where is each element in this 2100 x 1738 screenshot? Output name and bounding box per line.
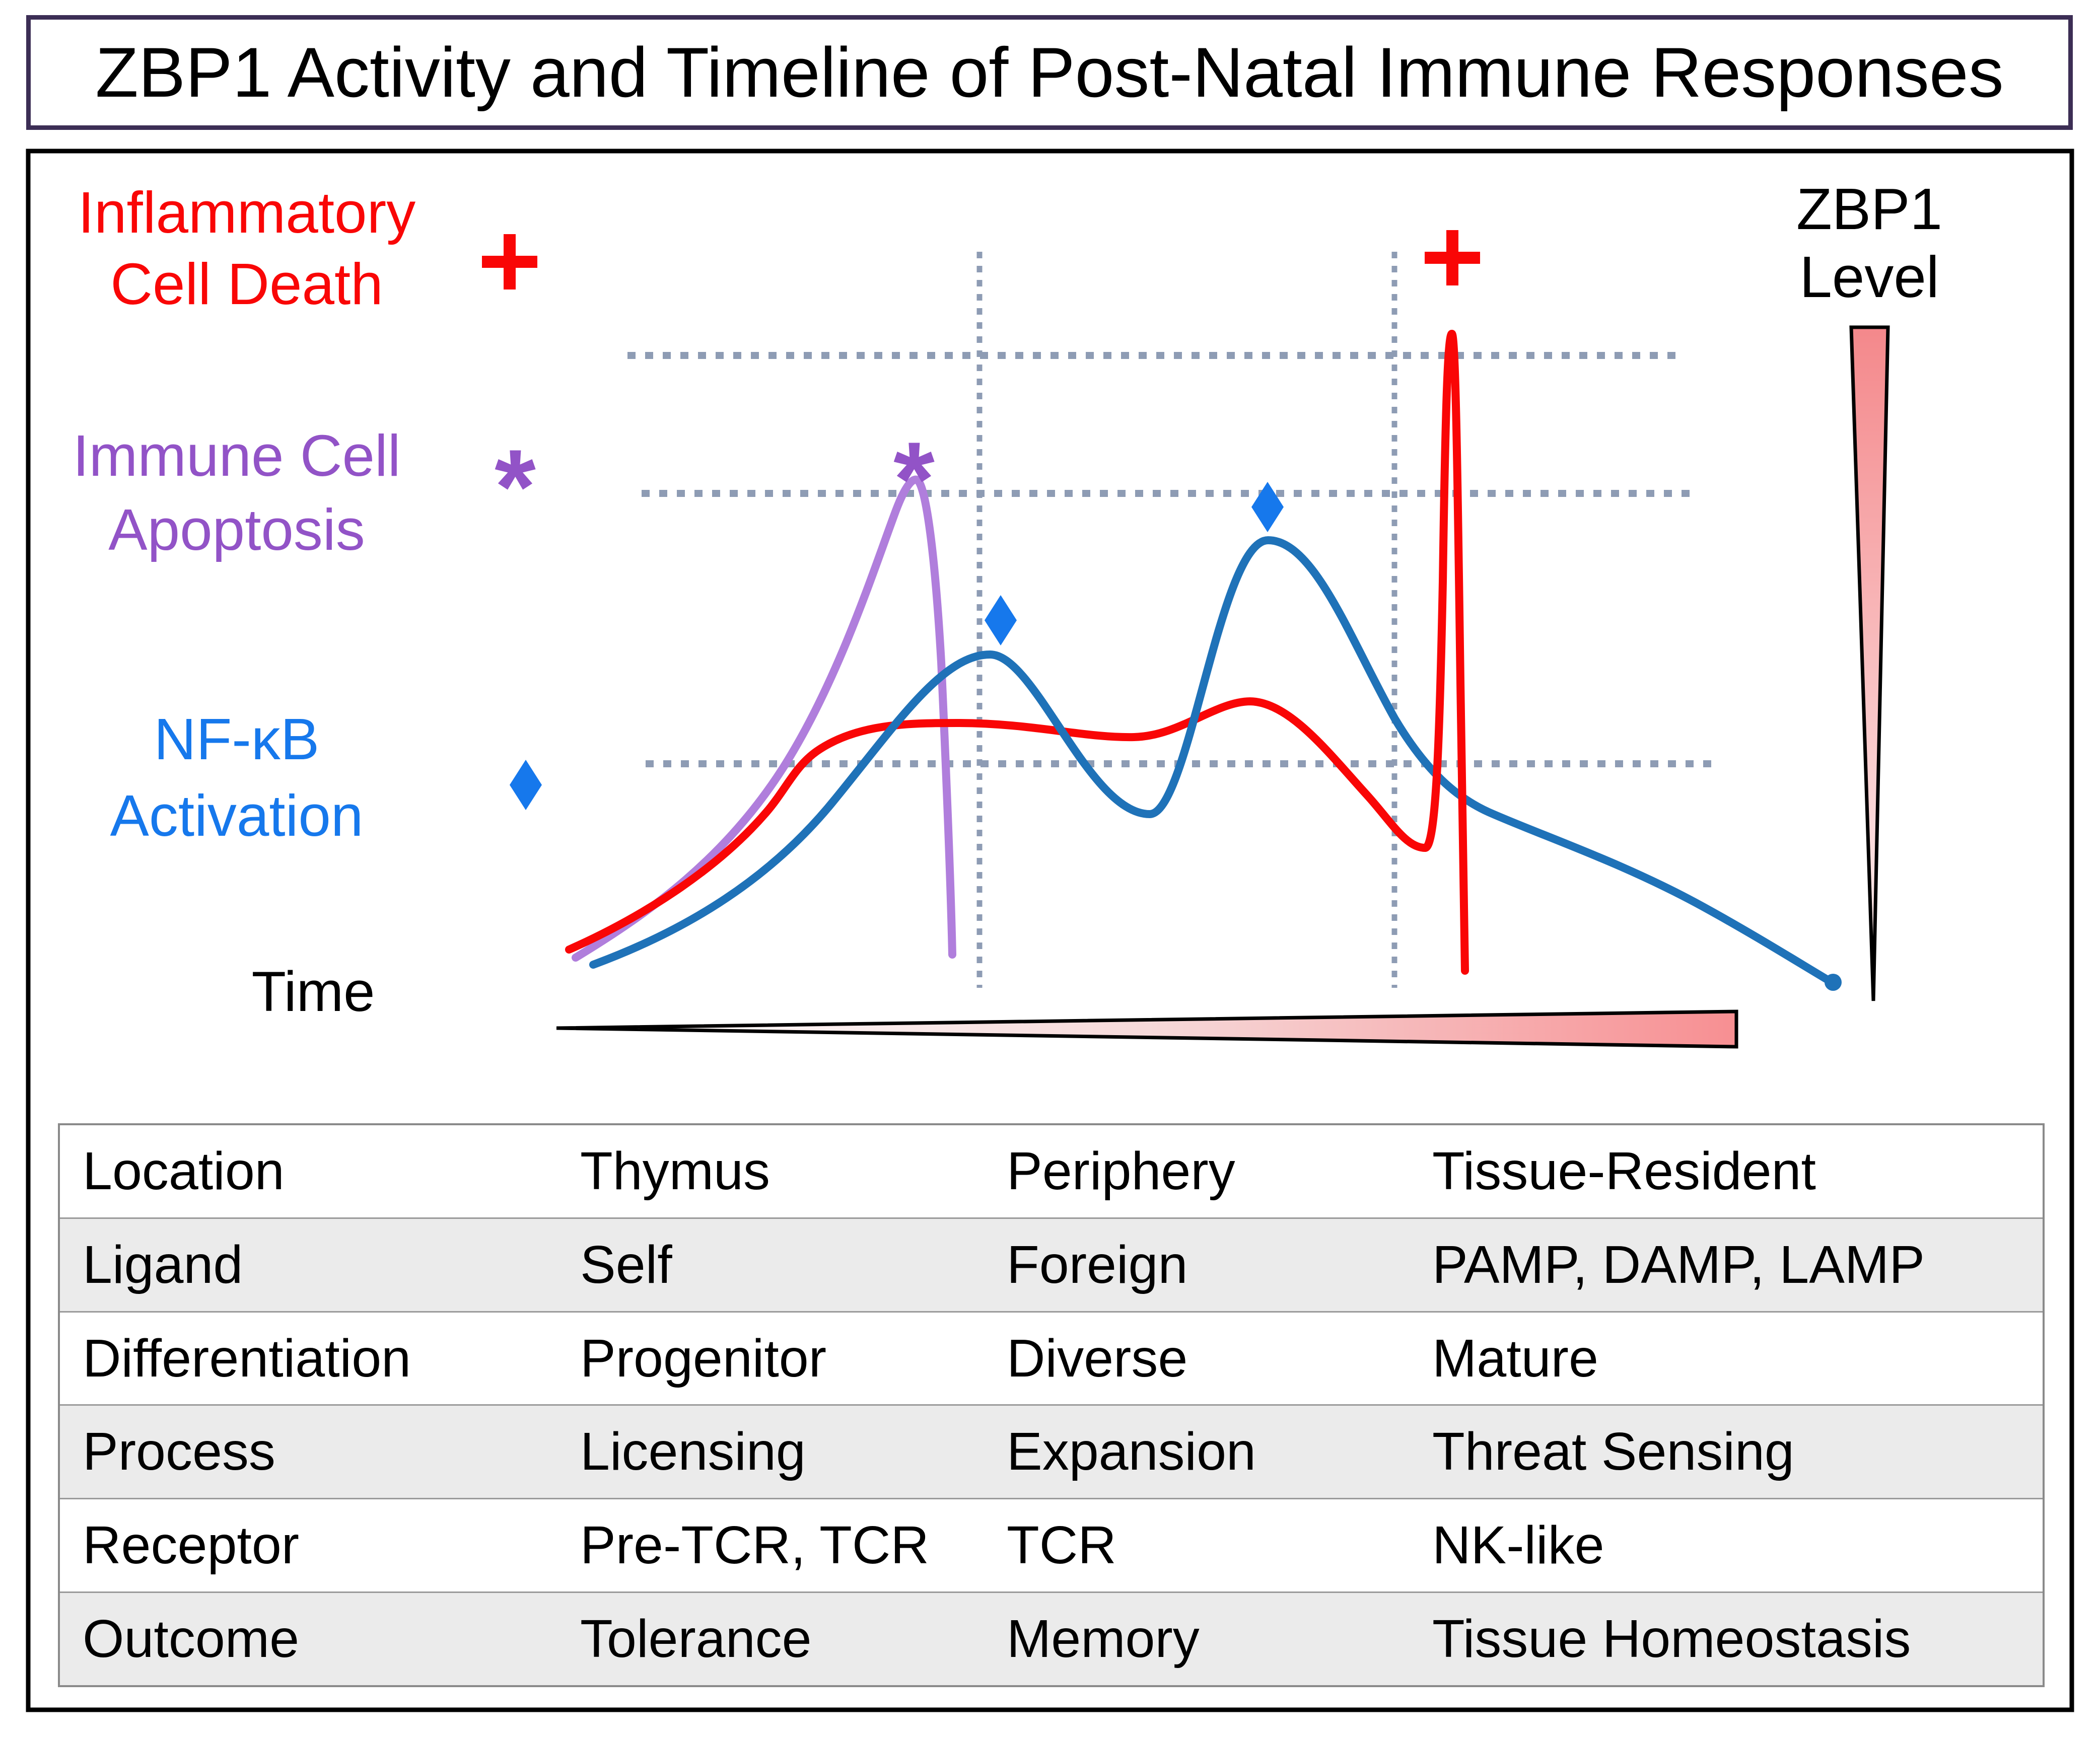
nfkb-curve-end-dot (1825, 974, 1842, 991)
table-row-label: Differentiation (83, 1328, 411, 1388)
diamond-icon-nfkb-peak-1 (985, 595, 1017, 645)
table-cell: Expansion (1007, 1422, 1256, 1482)
curve-cell-death-spike (1421, 329, 1469, 975)
figure-title: ZBP1 Activity and Timeline of Post-Natal… (95, 33, 2004, 112)
curve-nfkb-activation (589, 536, 1834, 985)
table-row-label: Ligand (83, 1235, 243, 1294)
table-cell: TCR (1007, 1515, 1116, 1575)
table-cell: Licensing (580, 1422, 806, 1482)
table-cell: Memory (1007, 1609, 1200, 1669)
table-row-outcome: Outcome Tolerance Memory Tissue Homeosta… (60, 1591, 2043, 1685)
asterisk-icon-legend: * (495, 427, 536, 546)
table-cell: Foreign (1007, 1235, 1188, 1294)
table-row-receptor: Receptor Pre-TCR, TCR TCR NK-like (60, 1498, 2043, 1591)
diamond-icon-legend (510, 760, 542, 810)
zbp1-level-label-line1: ZBP1 (1796, 176, 1942, 242)
table-cell: Threat Sensing (1432, 1422, 1794, 1482)
table-row-differentiation: Differentiation Progenitor Diverse Matur… (60, 1311, 2043, 1405)
table-row-process: Process Licensing Expansion Threat Sensi… (60, 1404, 2043, 1498)
table-cell: Mature (1432, 1328, 1598, 1388)
table-row-label: Outcome (83, 1609, 300, 1669)
time-axis-label: Time (252, 960, 375, 1023)
legend-label-apoptosis-line2: Apoptosis (108, 497, 365, 562)
table-row-label: Receptor (83, 1515, 300, 1575)
legend-label-cell-death-line1: Inflammatory (78, 180, 415, 245)
curve-immune-cell-apoptosis (572, 475, 956, 962)
table-row-label: Process (83, 1422, 275, 1482)
table-cell: NK-like (1432, 1515, 1604, 1575)
legend-label-apoptosis-line1: Immune Cell (73, 423, 400, 488)
table-cell: Progenitor (580, 1328, 827, 1388)
curve-inflammatory-cell-death (565, 697, 1429, 954)
plus-icon-death-spike (1425, 230, 1480, 285)
table-cell: Self (580, 1235, 672, 1294)
plus-icon-legend (482, 234, 537, 289)
summary-table: Location Thymus Periphery Tissue-Residen… (58, 1123, 2045, 1687)
zbp1-level-label-line2: Level (1799, 244, 1939, 310)
table-cell: Tolerance (580, 1609, 812, 1669)
diamond-icon-nfkb-peak-2 (1251, 482, 1284, 532)
main-panel-border (26, 149, 2074, 1712)
table-cell: Periphery (1007, 1141, 1235, 1201)
time-triangle (556, 1009, 1738, 1049)
legend-label-cell-death-line2: Cell Death (110, 251, 383, 317)
table-cell: PAMP, DAMP, LAMP (1432, 1235, 1925, 1294)
zbp1-level-triangle (1849, 325, 1890, 1001)
table-cell: Pre-TCR, TCR (580, 1515, 929, 1575)
legend-label-nfkb-line2: Activation (110, 783, 364, 848)
table-cell: Diverse (1007, 1328, 1188, 1388)
table-cell: Tissue Homeostasis (1432, 1609, 1911, 1669)
legend-label-nfkb-line1: NF-κB (154, 706, 320, 772)
title-box: ZBP1 Activity and Timeline of Post-Natal… (26, 15, 2073, 130)
table-cell: Thymus (580, 1141, 770, 1201)
table-row-label: Location (83, 1141, 285, 1201)
table-row-location: Location Thymus Periphery Tissue-Residen… (60, 1125, 2043, 1217)
table-row-ligand: Ligand Self Foreign PAMP, DAMP, LAMP (60, 1217, 2043, 1311)
asterisk-icon-apoptosis-peak: * (893, 420, 935, 538)
table-cell: Tissue-Resident (1432, 1141, 1816, 1201)
